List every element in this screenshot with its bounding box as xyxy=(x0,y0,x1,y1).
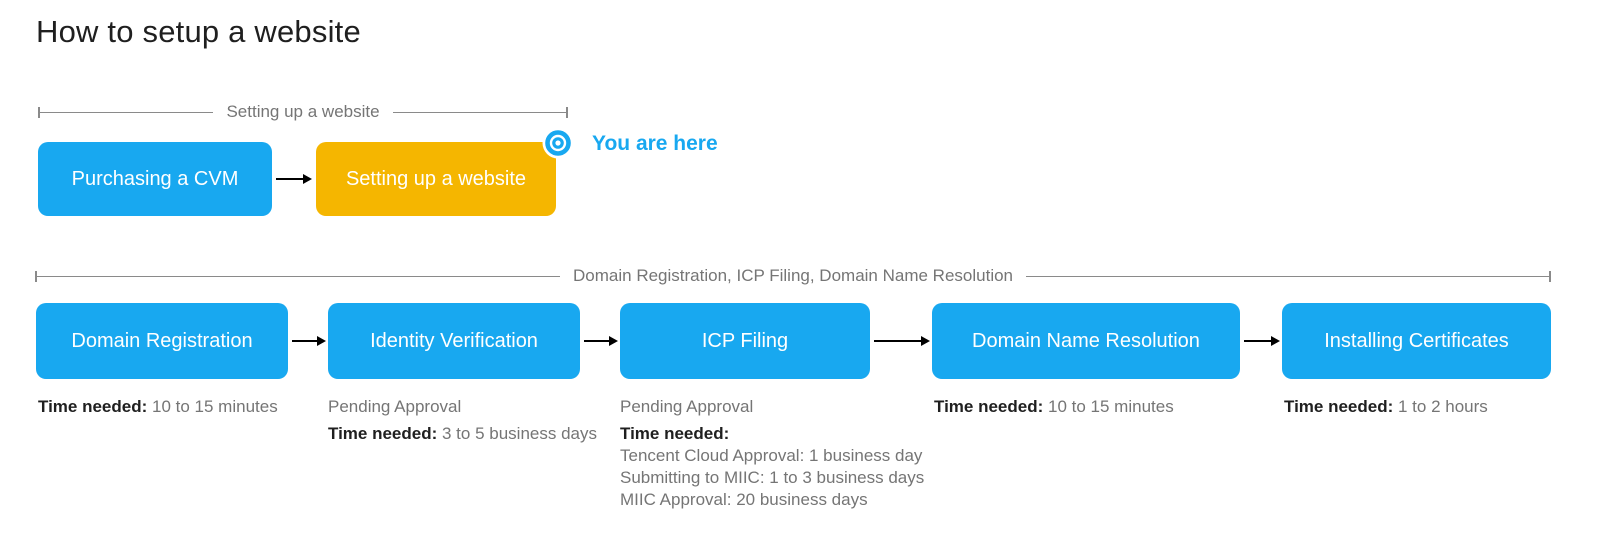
detail-text: Tencent Cloud Approval: 1 business day xyxy=(620,446,923,465)
detail-line: Tencent Cloud Approval: 1 business day xyxy=(620,445,924,467)
detail-line: Time needed: 10 to 15 minutes xyxy=(38,396,278,418)
arrow-icon xyxy=(584,336,618,346)
detail-line: Time needed: xyxy=(620,423,924,445)
step-domain-name-resolution: Domain Name Resolution xyxy=(932,303,1240,379)
details-domain-name-resolution: Time needed: 10 to 15 minutes xyxy=(934,396,1174,418)
details-domain-registration: Time needed: 10 to 15 minutes xyxy=(38,396,278,418)
bracket-setting-up-website: Setting up a website xyxy=(38,102,569,122)
detail-line: Time needed: 3 to 5 business days xyxy=(328,423,597,445)
details-icp-filing: Pending Approval Time needed: Tencent Cl… xyxy=(620,396,924,511)
page-title: How to setup a website xyxy=(36,14,361,49)
arrow-icon xyxy=(292,336,326,346)
detail-text: Pending Approval xyxy=(328,397,462,416)
bracket-domain-icp-dns: Domain Registration, ICP Filing, Domain … xyxy=(35,266,1552,286)
step-label: ICP Filing xyxy=(701,329,789,352)
step-label: Installing Certificates xyxy=(1324,329,1509,352)
detail-text: MIIC Approval: 20 business days xyxy=(620,490,868,509)
detail-line: Submitting to MIIC: 1 to 3 business days xyxy=(620,467,924,489)
step-domain-registration: Domain Registration xyxy=(36,303,288,379)
detail-line: Pending Approval xyxy=(620,396,924,418)
detail-line: MIIC Approval: 20 business days xyxy=(620,489,924,511)
detail-bold: Time needed: xyxy=(1284,397,1394,416)
bracket-tick xyxy=(1549,270,1552,282)
detail-bold: Time needed: xyxy=(328,424,438,443)
detail-bold: Time needed: xyxy=(620,424,730,443)
step-identity-verification: Identity Verification xyxy=(328,303,580,379)
detail-text: 3 to 5 business days xyxy=(437,424,597,443)
arrow-icon xyxy=(1244,336,1280,346)
bullseye-icon xyxy=(542,127,574,159)
bracket-line xyxy=(37,275,561,277)
detail-text: 10 to 15 minutes xyxy=(1043,397,1174,416)
bracket-line xyxy=(392,111,567,113)
detail-bold: Time needed: xyxy=(934,397,1044,416)
step-installing-certificates: Installing Certificates xyxy=(1282,303,1551,379)
detail-text: Pending Approval xyxy=(620,397,754,416)
detail-line: Time needed: 10 to 15 minutes xyxy=(934,396,1174,418)
details-identity-verification: Pending Approval Time needed: 3 to 5 bus… xyxy=(328,396,597,445)
bracket-label: Setting up a website xyxy=(226,102,380,121)
detail-text: 10 to 15 minutes xyxy=(147,397,278,416)
step-label: Domain Registration xyxy=(71,329,253,352)
step-setting-up-a-website: Setting up a website xyxy=(316,142,556,216)
bracket-tick xyxy=(566,106,569,118)
detail-text: 1 to 2 hours xyxy=(1393,397,1488,416)
you-are-here-label: You are here xyxy=(592,132,718,155)
detail-line: Time needed: 1 to 2 hours xyxy=(1284,396,1488,418)
step-label: Identity Verification xyxy=(370,329,538,352)
detail-text: Submitting to MIIC: 1 to 3 business days xyxy=(620,468,925,487)
arrow-icon xyxy=(874,336,930,346)
arrow-icon xyxy=(276,174,312,184)
details-installing-certificates: Time needed: 1 to 2 hours xyxy=(1284,396,1488,418)
bracket-line xyxy=(40,111,214,113)
bracket-tick xyxy=(38,106,40,118)
step-label: Purchasing a CVM xyxy=(71,167,239,190)
bracket-tick xyxy=(35,270,37,282)
bracket-line xyxy=(1026,275,1550,277)
step-icp-filing: ICP Filing xyxy=(620,303,870,379)
step-label: Domain Name Resolution xyxy=(972,329,1200,352)
step-purchasing-a-cvm: Purchasing a CVM xyxy=(38,142,272,216)
step-label: Setting up a website xyxy=(345,167,527,190)
bracket-label: Domain Registration, ICP Filing, Domain … xyxy=(573,266,1013,285)
detail-bold: Time needed: xyxy=(38,397,148,416)
detail-line: Pending Approval xyxy=(328,396,597,418)
